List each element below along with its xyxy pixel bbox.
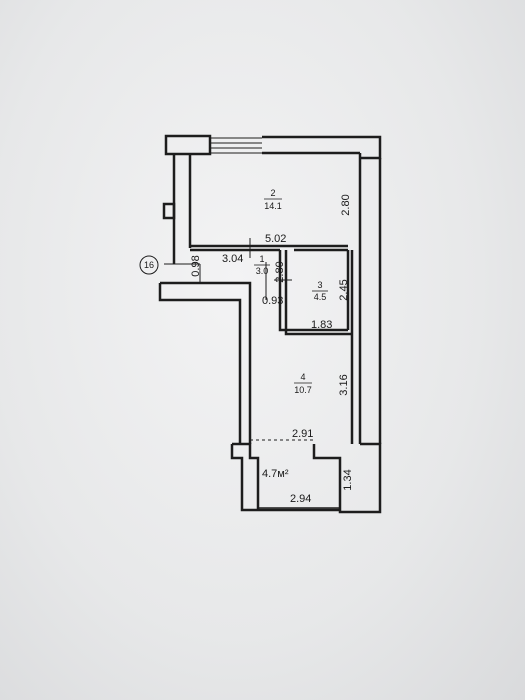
wall-balcony-left — [232, 442, 260, 510]
dim-room4-height: 3.16 — [338, 374, 350, 395]
axis-marker-circle — [139, 255, 159, 275]
room-3-area: 4.5 — [314, 292, 327, 302]
room-3-number: 3 — [317, 280, 322, 290]
wall-niche — [162, 202, 176, 220]
wall-top-left — [164, 134, 212, 156]
wall-entry-inner — [158, 283, 242, 444]
dim-room2-height: 2.80 — [340, 194, 352, 215]
dim-room4-width: 2.91 — [292, 428, 313, 440]
balcony-area: 4.7м² — [262, 468, 289, 480]
room-4-area: 10.7 — [294, 385, 312, 395]
room-4-number: 4 — [300, 372, 305, 382]
dim-entry-width: 0.98 — [190, 255, 202, 276]
wall-entry-lower — [160, 281, 252, 444]
wall-balcony-right — [312, 444, 358, 514]
dim-bath-height: 2.45 — [338, 279, 350, 300]
walls — [158, 134, 382, 514]
room-2-number: 2 — [270, 188, 275, 198]
window-top — [210, 137, 262, 154]
dim-room2-width: 5.02 — [265, 233, 286, 245]
axis-marker-label: 16 — [144, 260, 154, 270]
dim-entry-offset: 0.93 — [262, 295, 283, 307]
dim-corridor-height: 2.80 — [274, 261, 286, 282]
dim-balcony-height: 1.34 — [342, 469, 354, 490]
room-1-area: 3.0 — [256, 266, 269, 276]
wall-bath — [278, 250, 348, 332]
dim-bath-width: 1.83 — [311, 319, 332, 331]
room-1-number: 1 — [259, 254, 264, 264]
room-2-area: 14.1 — [264, 201, 282, 211]
dim-balcony-width: 2.94 — [290, 493, 311, 505]
dim-corridor-width: 3.04 — [222, 253, 243, 265]
wall-top-right — [262, 135, 382, 160]
dimension-lines — [164, 238, 292, 300]
